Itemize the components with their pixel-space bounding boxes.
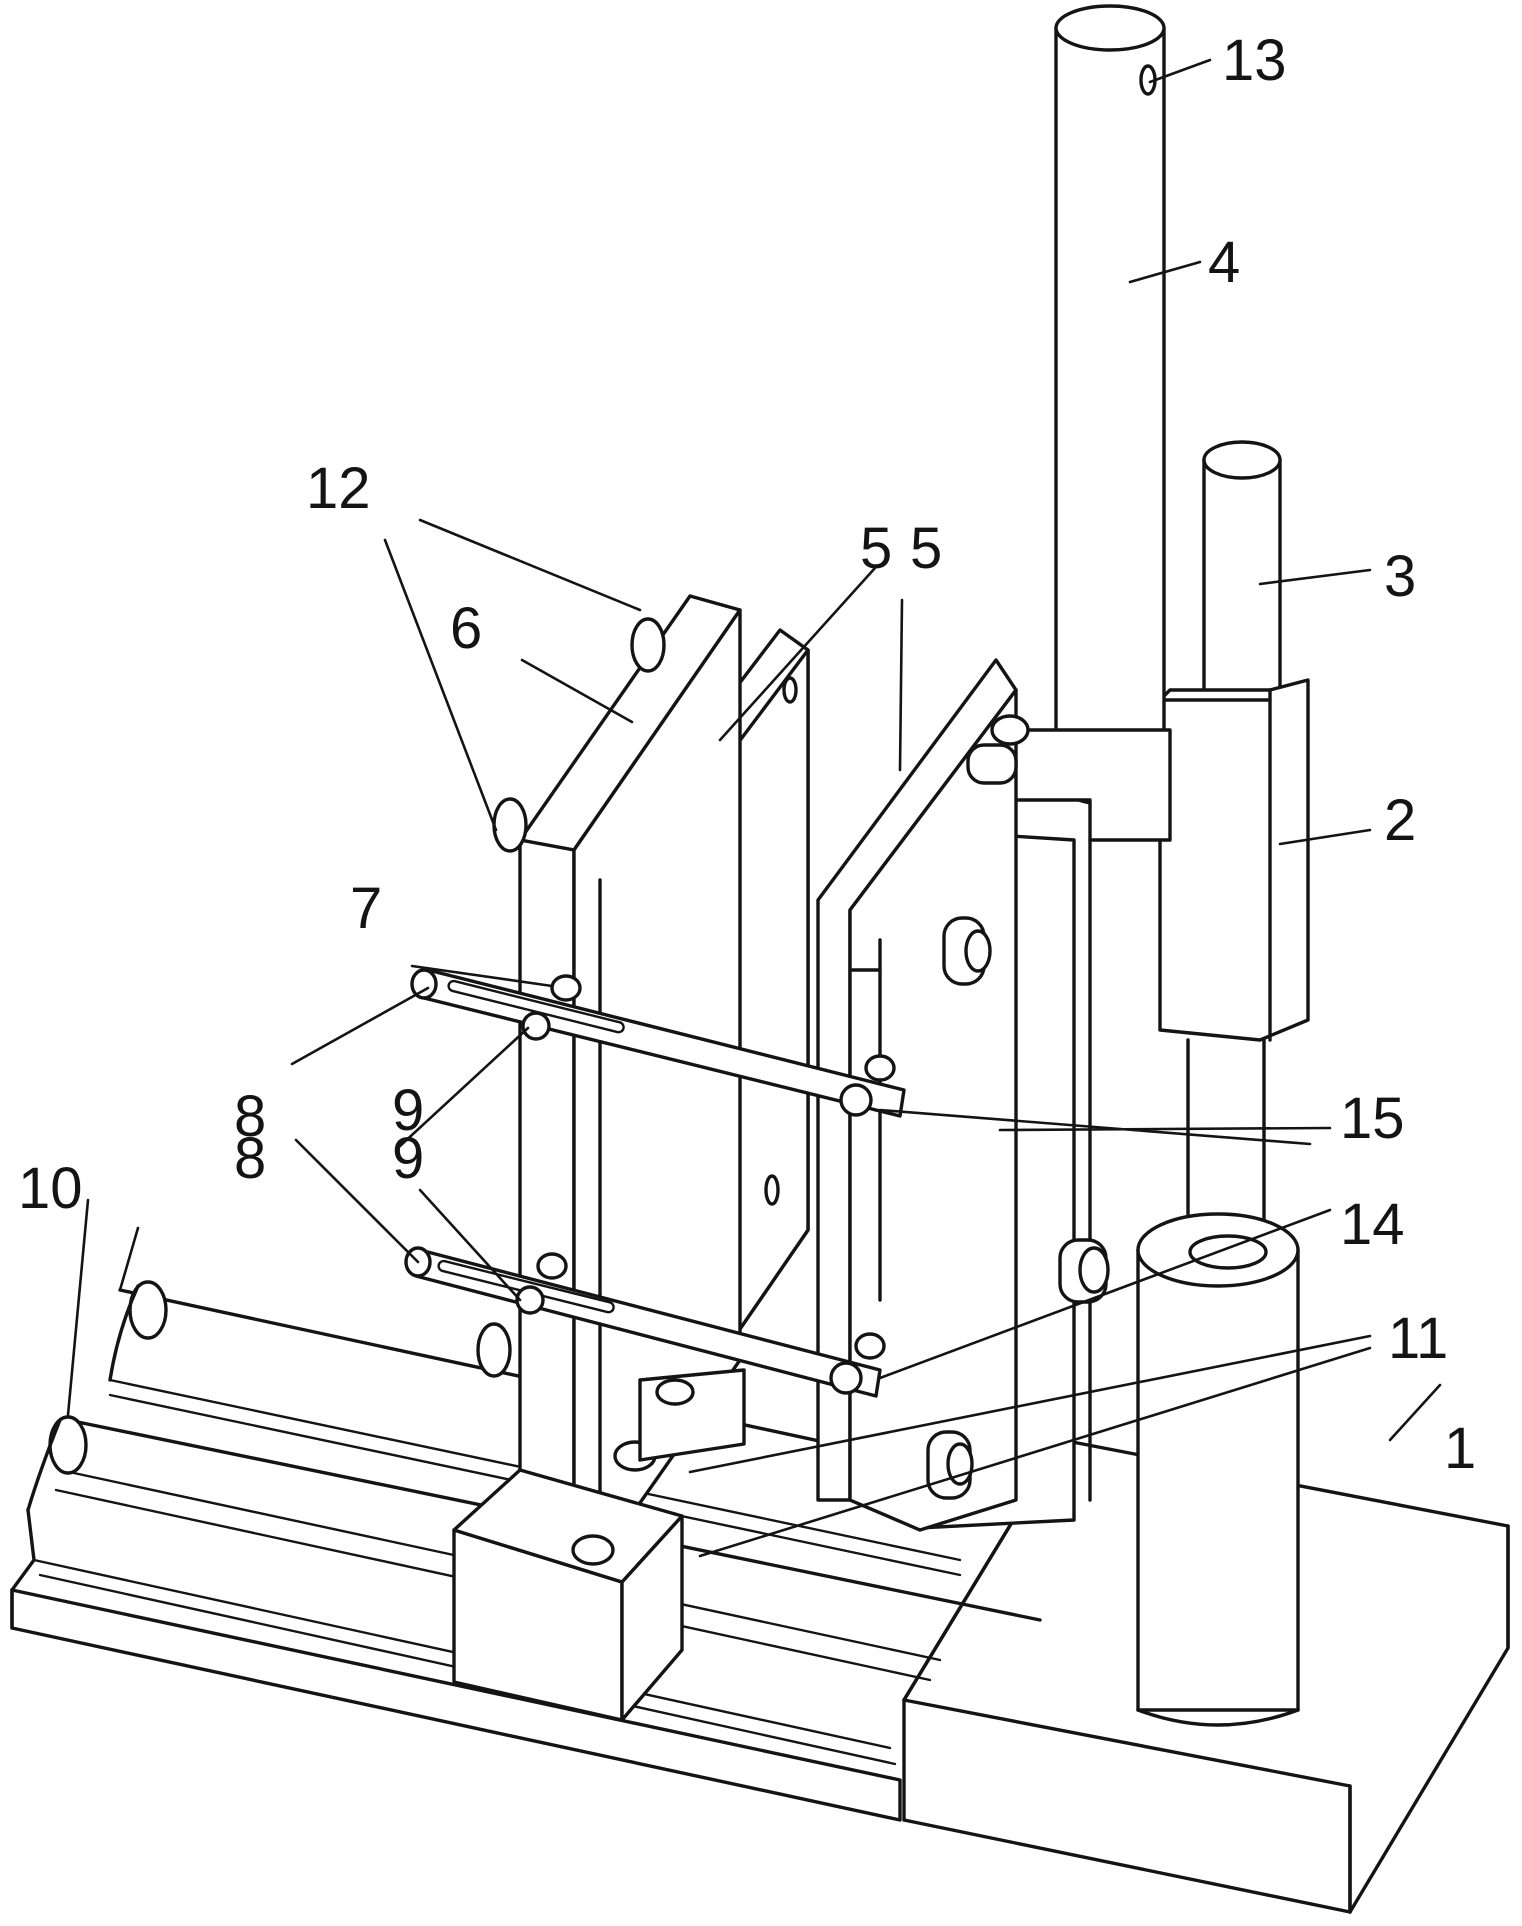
right-frame (816, 658, 1018, 1532)
leader-lines (66, 58, 1442, 1558)
callout-12: 12 (306, 456, 371, 521)
callout-9-lower: 9 (392, 1126, 425, 1191)
slotted-links (404, 968, 906, 1398)
callout-4: 4 (1208, 230, 1241, 295)
callout-8-upper: 8 (234, 1084, 267, 1149)
callout-7: 7 (350, 876, 383, 941)
callout-1: 1 (1444, 1416, 1477, 1481)
tall-column (1054, 4, 1166, 807)
callout-3: 3 (1384, 544, 1417, 609)
callout-8-lower: 8 (234, 1126, 267, 1191)
callout-15: 15 (1340, 1086, 1405, 1151)
callout-11: 11 (1388, 1306, 1449, 1371)
callout-14: 14 (1340, 1192, 1405, 1257)
callout-5-right: 5 (910, 516, 943, 581)
callout-5-centre: 5 (860, 516, 893, 581)
callout-13: 13 (1222, 28, 1287, 93)
lower-column (1136, 1038, 1300, 1727)
rear-column (1202, 440, 1282, 722)
callout-10: 10 (18, 1156, 83, 1221)
callout-9-upper: 9 (392, 1078, 425, 1143)
pivot-washers (536, 974, 896, 1360)
slider-blocks (452, 1368, 746, 1722)
callout-6: 6 (450, 596, 483, 661)
clamp-block (1158, 678, 1310, 1042)
knobs (476, 617, 666, 1378)
callout-2: 2 (1384, 788, 1417, 853)
rollers (926, 714, 1110, 1500)
